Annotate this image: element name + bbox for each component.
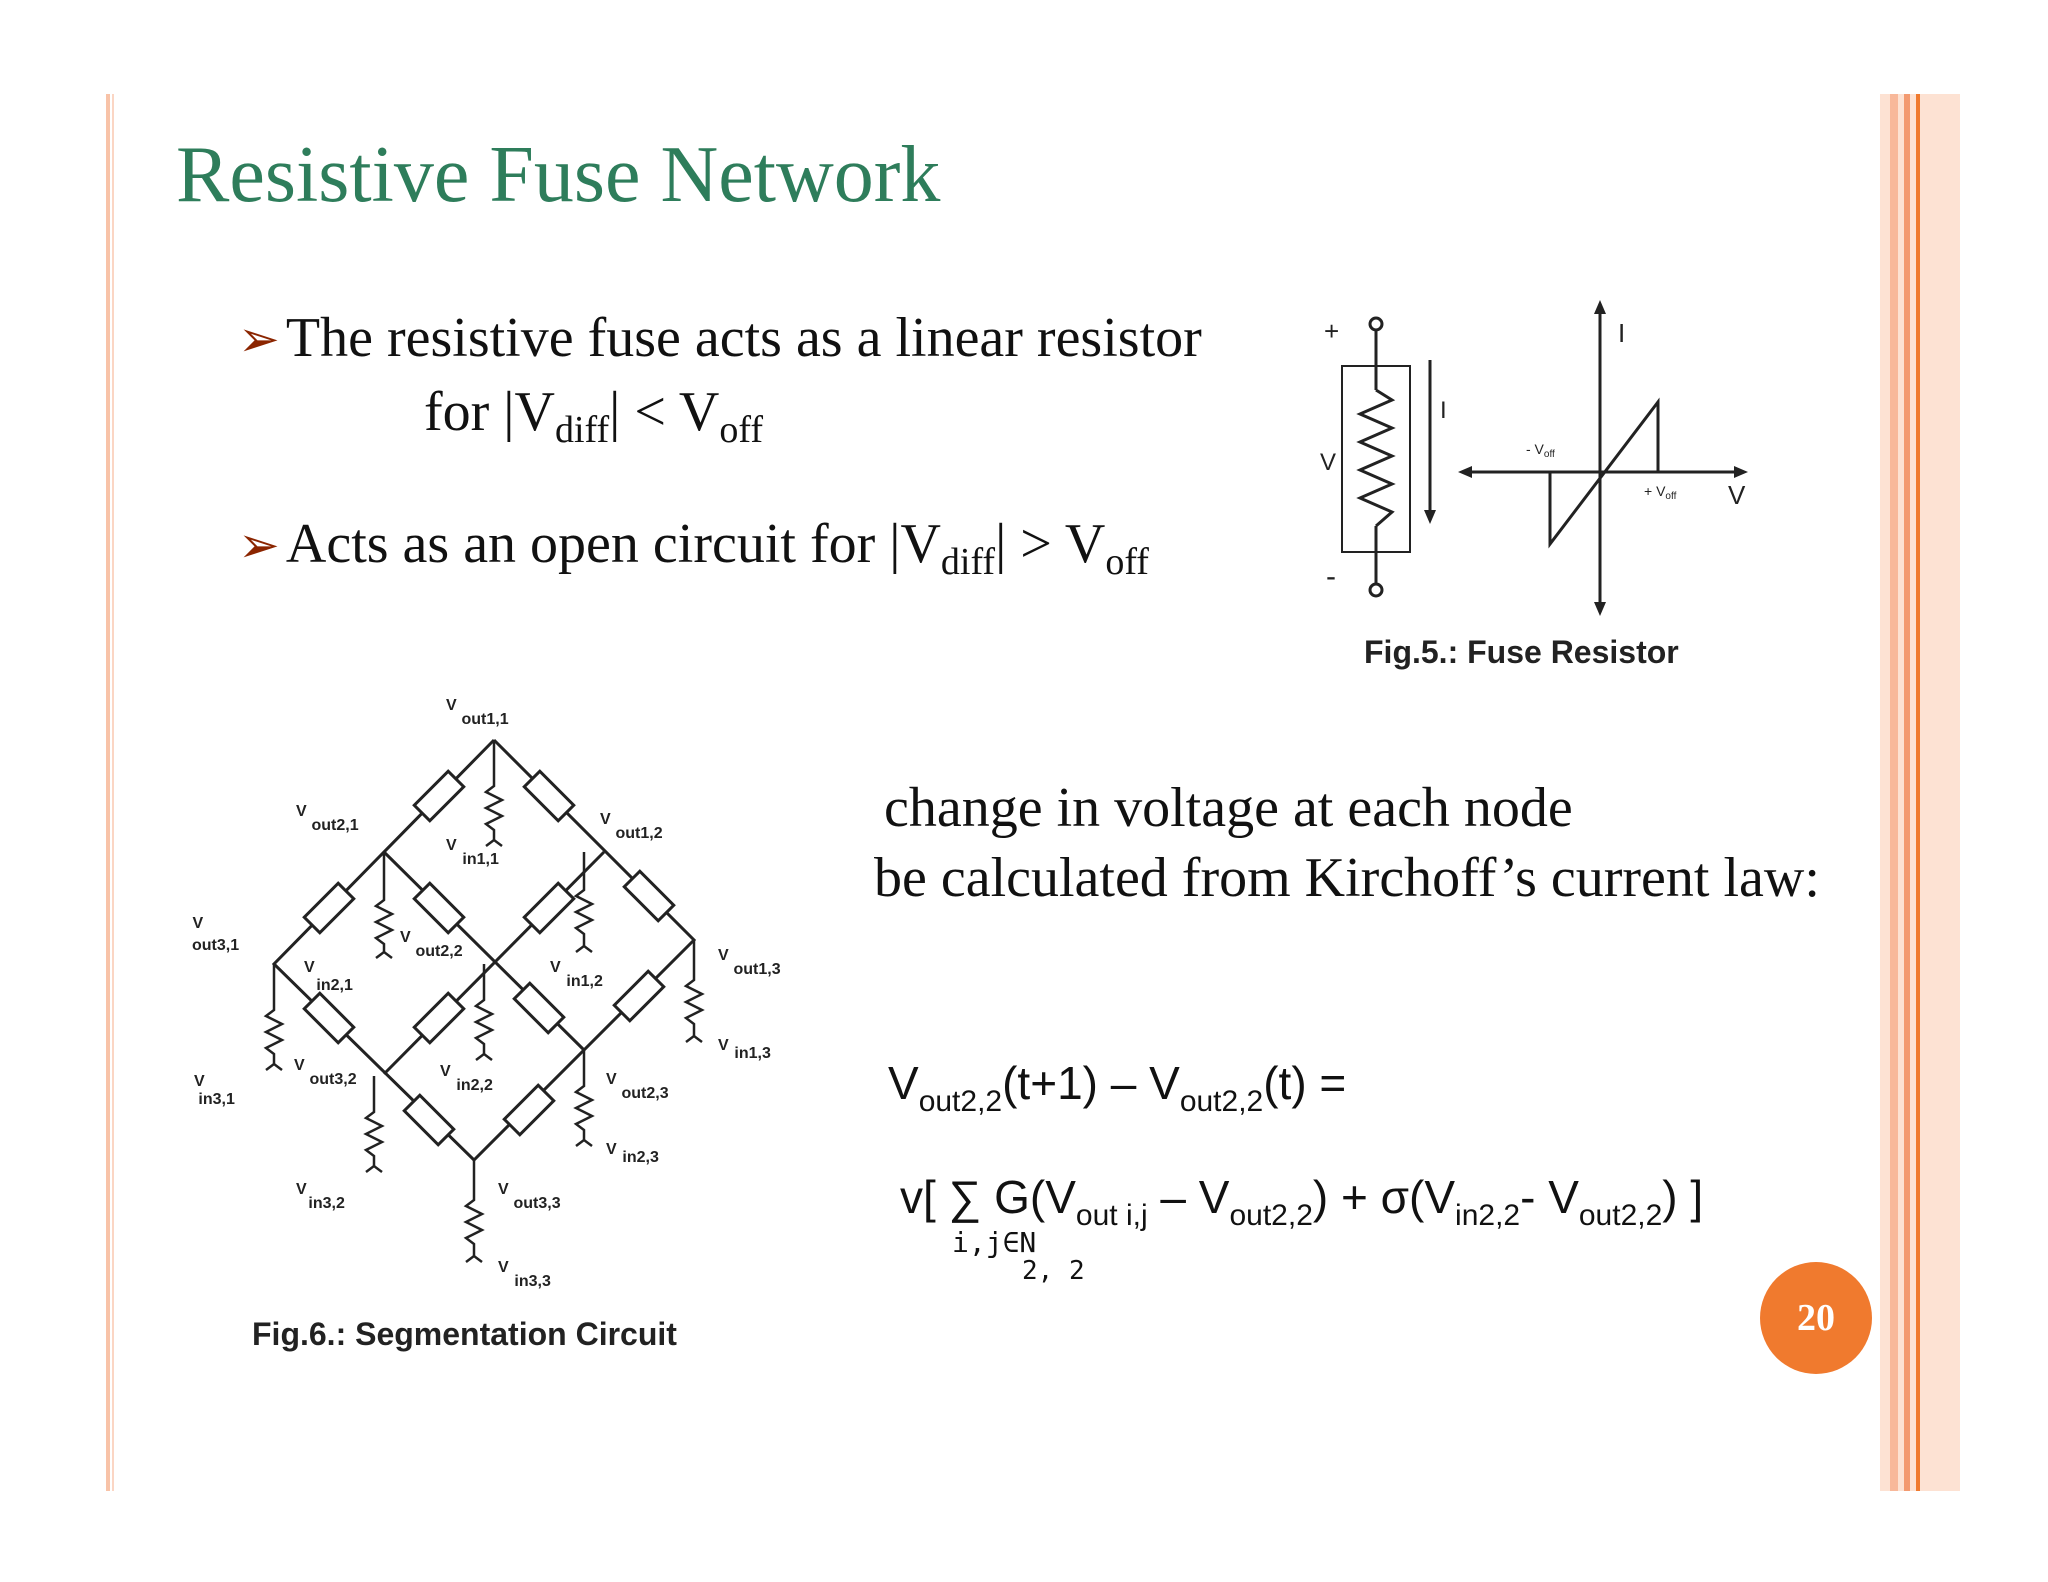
i-axis-label: I [1618, 318, 1625, 348]
condition-rel: | > V [995, 513, 1106, 575]
eq-sub: out2,2 [1229, 1199, 1313, 1232]
input-resistors [263, 740, 705, 1256]
pos-voff-label: + Voff [1644, 483, 1677, 502]
node-label-out23: Vout2,3 [606, 1071, 669, 1102]
node-label-out12: Vout1,2 [600, 811, 663, 842]
right-border-line-2 [1904, 94, 1910, 1491]
eq-text: – V [1147, 1171, 1230, 1223]
page-number: 20 [1797, 1297, 1835, 1339]
node-label-out33: Vout3,3 [498, 1181, 561, 1212]
bullet-condition-lt: for |Vdiff| < Voff [424, 380, 763, 452]
resistor-box [1341, 365, 1411, 553]
equation-lhs: Vout2,2(t+1) – Vout2,2(t) = [888, 1056, 1346, 1119]
sum-index-text: i,j∈N [952, 1226, 1037, 1259]
terminal-bottom [1368, 582, 1384, 598]
plus-label: + [1324, 316, 1339, 346]
terminal-top [1368, 316, 1384, 332]
eq-sub: out2,2 [1578, 1199, 1663, 1232]
kcl-line-1: change in voltage at each node [884, 777, 1573, 839]
eq-text: - V [1520, 1171, 1579, 1223]
node-label-out11: Vout1,1 [446, 697, 509, 728]
minus-label: - [1326, 560, 1336, 593]
eq-text: ) + σ(V [1312, 1171, 1456, 1223]
fuse-resistor-figure: + - V I I V - Voff + Voff [1320, 300, 1748, 616]
fig6-caption: Fig.6.: Segmentation Circuit [252, 1316, 677, 1352]
sub-off: off [719, 409, 763, 452]
node-label-in22: Vin2,2 [440, 1063, 493, 1094]
ground-symbols [265, 838, 703, 1263]
right-border-line-1 [1890, 94, 1898, 1491]
bullet-text: The resistive fuse acts as a linear resi… [285, 307, 1202, 369]
neg-voff-label: - Voff [1526, 441, 1555, 460]
iv-curve [1548, 397, 1660, 549]
eq-text: ) ] [1662, 1171, 1704, 1223]
v-label: V [1320, 449, 1336, 476]
kcl-line-2: be calculated from Kirchoff’s current la… [874, 847, 1820, 909]
bullet-arrow-icon: ➢ [238, 517, 280, 573]
node-label-in21: Vin2,1 [304, 959, 353, 994]
eq-sub: in2,2 [1455, 1199, 1521, 1232]
zigzag-resistor [1356, 388, 1396, 528]
bullet-open-circuit: ➢Acts as an open circuit for |Vdiff| > V… [238, 512, 1149, 584]
eq-v: V [888, 1057, 919, 1109]
node-label-in12: Vin1,2 [550, 959, 603, 990]
sub-off: off [1105, 541, 1149, 584]
left-border-line [106, 94, 110, 1491]
node-label-out22: Vout2,2 [400, 929, 463, 960]
condition-pre: for |V [424, 381, 555, 443]
equation-rhs: v[ ∑ G(Vout i,j – Vout2,2) + σ(Vin2,2- V… [900, 1170, 1703, 1233]
current-label: I [1440, 397, 1447, 424]
v-axis-label: V [1728, 480, 1746, 510]
bullet-text: Acts as an open circuit for |V [285, 513, 941, 575]
eq-sub: out2,2 [1179, 1085, 1264, 1118]
sum-index: i,j∈N [952, 1226, 1036, 1259]
page-number-badge: 20 [1760, 1262, 1872, 1374]
left-border-line-thin [112, 94, 114, 1491]
node-label-out21: Vout2,1 [296, 803, 359, 834]
condition-rel: | < V [609, 381, 720, 443]
sum-index-sub: 2, 2 [1022, 1256, 1085, 1286]
slide-title: Resistive Fuse Network [176, 131, 941, 219]
node-label-in32: Vin3,2 [296, 1181, 345, 1212]
sub-diff: diff [940, 541, 996, 584]
eq-text: (t+1) – V [1002, 1057, 1180, 1109]
fig5-caption: Fig.5.: Fuse Resistor [1364, 634, 1679, 670]
right-border-line-3 [1916, 94, 1920, 1491]
eq-sub: out2,2 [918, 1085, 1003, 1118]
bullet-linear-resistor: ➢The resistive fuse acts as a linear res… [238, 306, 1202, 370]
eq-text: (t) = [1263, 1057, 1347, 1109]
circuit-network [263, 738, 705, 1263]
node-label-in11: Vin1,1 [446, 837, 499, 868]
node-label-out32: Vout3,2 [294, 1057, 357, 1088]
eq-text: v[ ∑ G(V [900, 1171, 1076, 1223]
bullet-arrow-icon: ➢ [238, 311, 280, 367]
eq-sub: out i,j [1075, 1199, 1148, 1232]
fuse-resistors [302, 769, 676, 1147]
node-label-out13: Vout1,3 [718, 947, 781, 978]
sub-diff: diff [554, 409, 610, 452]
node-label-in33: Vin3,3 [498, 1259, 551, 1290]
